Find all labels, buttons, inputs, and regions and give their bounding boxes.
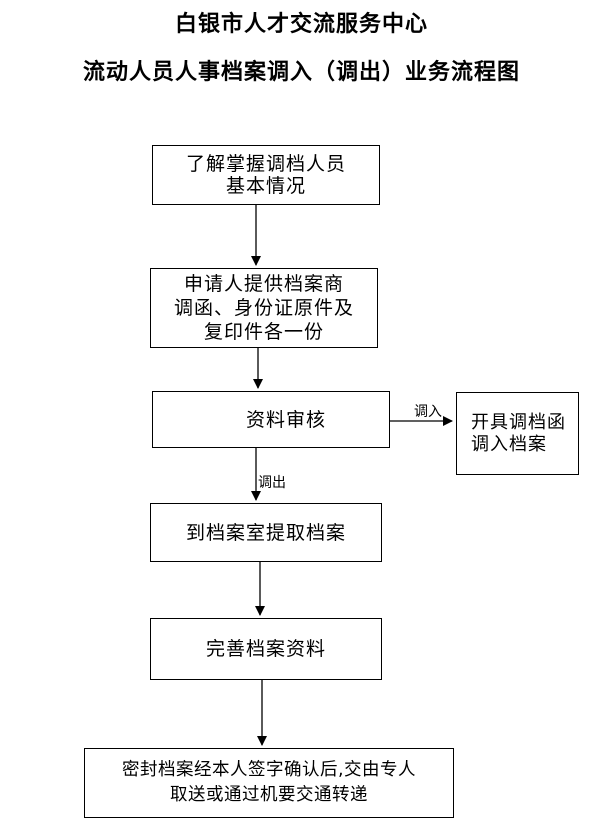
node-step2: 申请人提供档案商 调函、身份证原件及 复印件各一份 [150, 268, 378, 348]
node-step5: 到档案室提取档案 [150, 503, 382, 562]
node-step3-label: 资料审核 [245, 408, 326, 431]
chart-title: 白银市人才交流服务中心 [174, 11, 428, 37]
node-step3: 资料审核 [152, 391, 390, 448]
node-step7-label: 密封档案经本人签字确认后,交由专人 取送或通过机要交通转递 [121, 760, 417, 805]
node-step1: 了解掌握调档人员 基本情况 [152, 145, 380, 205]
node-step1-label: 了解掌握调档人员 基本情况 [185, 153, 346, 197]
chart-subtitle: 流动人员人事档案调入（调出）业务流程图 [82, 59, 520, 85]
node-step5-label: 到档案室提取档案 [185, 521, 346, 544]
node-step6: 完善档案资料 [150, 618, 382, 680]
node-step7: 密封档案经本人签字确认后,交由专人 取送或通过机要交通转递 [84, 748, 454, 818]
node-step4-label: 开具调档函 调入档案 [471, 411, 566, 455]
node-step2-label: 申请人提供档案商 调函、身份证原件及 复印件各一份 [173, 273, 354, 343]
edge-label-out: 调出 [258, 475, 286, 491]
node-step4: 开具调档函 调入档案 [456, 392, 579, 475]
edge-label-in: 调入 [414, 404, 442, 420]
node-step6-label: 完善档案资料 [205, 638, 326, 660]
